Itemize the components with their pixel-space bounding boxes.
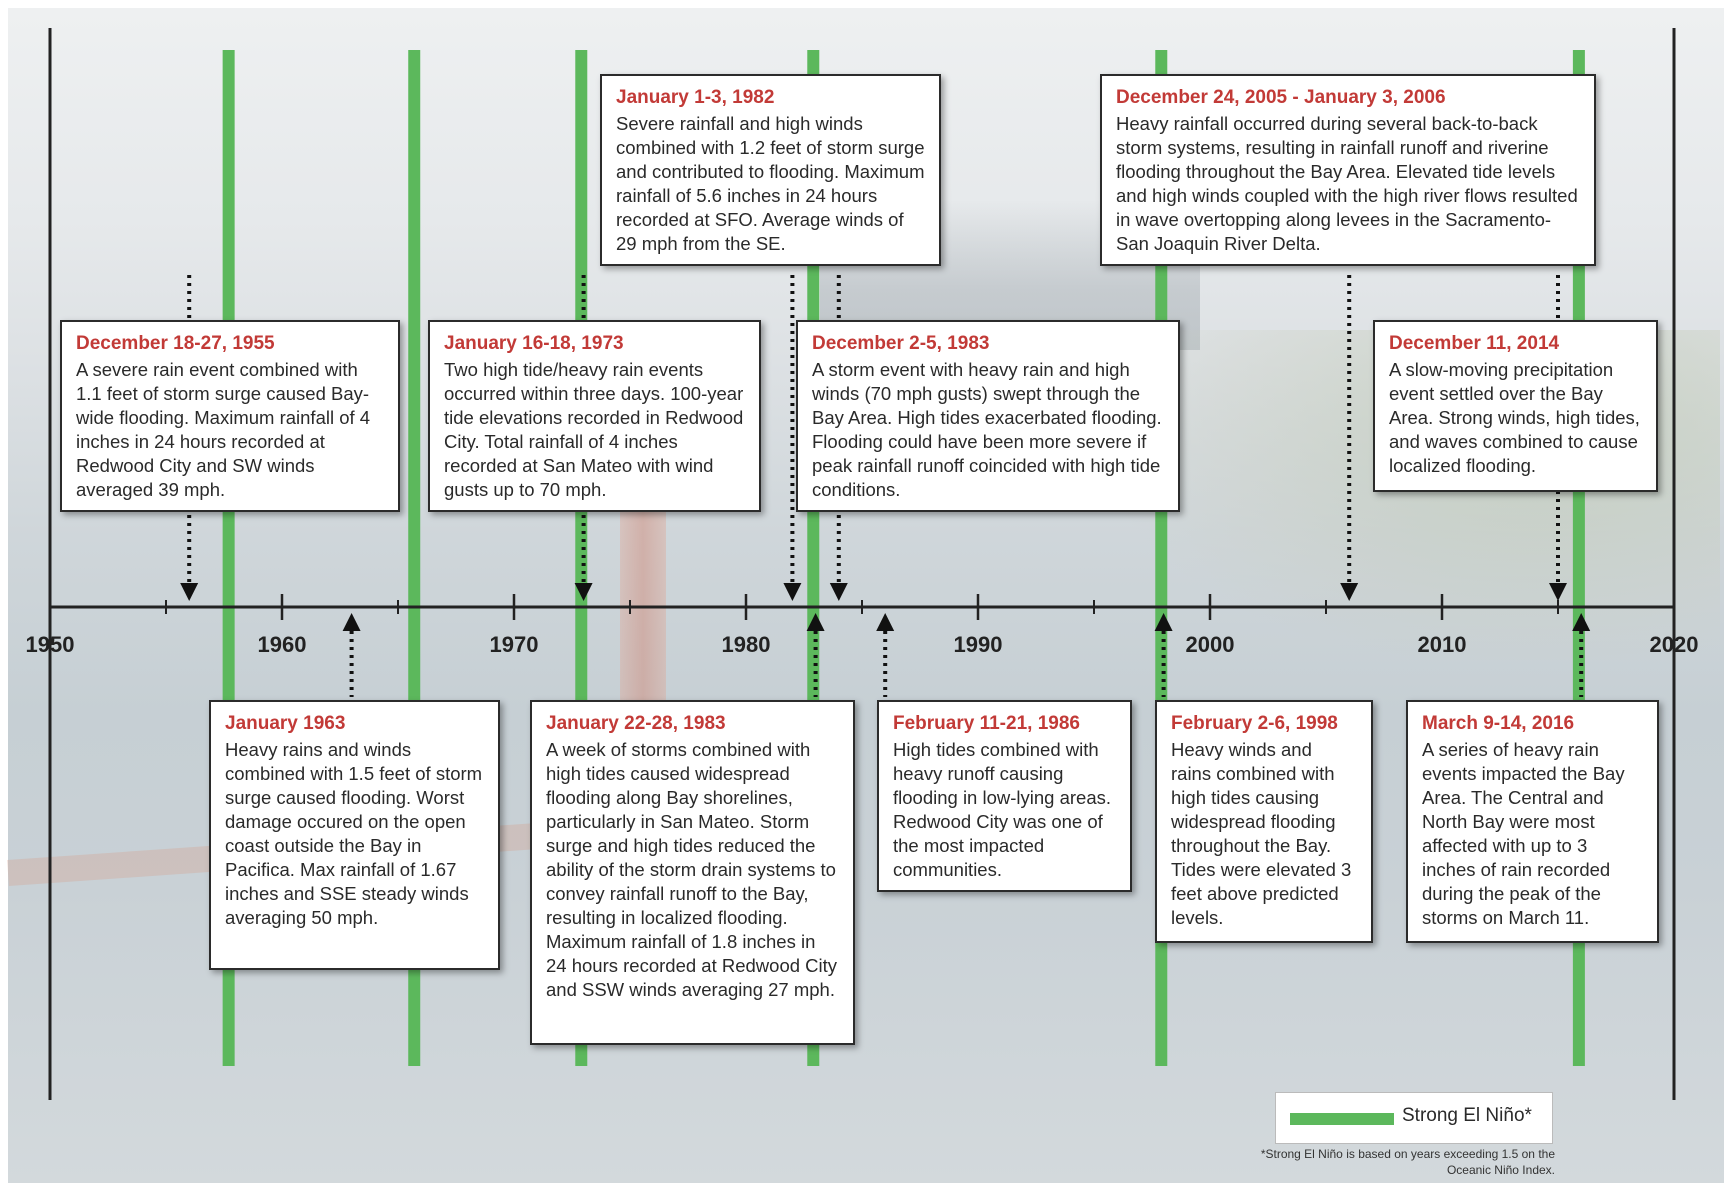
event-date: December 11, 2014 (1389, 333, 1560, 354)
event-box-1982: January 1-3, 1982 Severe rainfall and hi… (600, 74, 941, 266)
event-date: December 2-5, 1983 (812, 333, 990, 354)
arrow-up-icon (806, 613, 825, 631)
legend: Strong El Niño* (1275, 1092, 1553, 1144)
year-label: 2000 (1186, 632, 1235, 657)
event-description: A week of storms combined with high tide… (546, 739, 838, 1000)
event-date: February 2-6, 1998 (1171, 713, 1338, 734)
event-date: February 11-21, 1986 (893, 713, 1080, 734)
event-box-2005: December 24, 2005 - January 3, 2006 Heav… (1100, 74, 1596, 266)
year-label: 1970 (490, 632, 539, 657)
year-label: 1950 (26, 632, 75, 657)
event-box-2016: March 9-14, 2016 A series of heavy rain … (1406, 700, 1659, 943)
event-description: Heavy rainfall occurred during several b… (1116, 113, 1578, 254)
legend-label: Strong El Niño* (1402, 1105, 1532, 1126)
event-date: January 1963 (225, 713, 346, 734)
event-description: High tides combined with heavy runoff ca… (893, 739, 1112, 880)
year-label: 2020 (1650, 632, 1699, 657)
arrow-down-icon (180, 583, 199, 601)
event-box-2014: December 11, 2014 A slow-moving precipit… (1373, 320, 1658, 492)
event-date: January 22-28, 1983 (546, 713, 726, 734)
event-date: January 16-18, 1973 (444, 333, 624, 354)
arrow-down-icon (574, 583, 593, 601)
event-date: January 1-3, 1982 (616, 87, 775, 108)
event-description: A storm event with heavy rain and high w… (812, 359, 1162, 500)
year-label: 2010 (1418, 632, 1467, 657)
arrow-up-icon (876, 613, 895, 631)
arrow-down-icon (1549, 583, 1567, 601)
event-box-1986: February 11-21, 1986 High tides combined… (877, 700, 1132, 892)
event-box-1963: January 1963 Heavy rains and winds combi… (209, 700, 500, 970)
event-description: A slow-moving precipitation event settle… (1389, 359, 1640, 476)
arrow-up-icon (1572, 613, 1591, 631)
event-box-1998: February 2-6, 1998 Heavy winds and rains… (1155, 700, 1373, 943)
legend-swatch (1290, 1113, 1394, 1125)
event-description: A severe rain event combined with 1.1 fe… (76, 359, 371, 500)
arrow-down-icon (783, 583, 802, 601)
footnote: *Strong El Niño is based on years exceed… (1260, 1147, 1555, 1177)
event-description: Severe rainfall and high winds combined … (616, 113, 925, 254)
event-description: Two high tide/heavy rain events occurred… (444, 359, 744, 500)
event-box-1973: January 16-18, 1973 Two high tide/heavy … (428, 320, 761, 512)
event-box-1955: December 18-27, 1955 A severe rain event… (60, 320, 400, 512)
arrow-down-icon (1340, 583, 1359, 601)
arrow-down-icon (829, 583, 848, 601)
year-label: 1990 (954, 632, 1003, 657)
arrow-up-icon (1154, 613, 1173, 631)
event-description: Heavy winds and rains combined with high… (1171, 739, 1352, 928)
event-description: Heavy rains and winds combined with 1.5 … (225, 739, 483, 928)
event-date: March 9-14, 2016 (1422, 713, 1575, 734)
year-label: 1980 (722, 632, 771, 657)
event-date: December 18-27, 1955 (76, 333, 275, 354)
event-description: A series of heavy rain events impacted t… (1422, 739, 1625, 928)
event-box-dec-1983: December 2-5, 1983 A storm event with he… (796, 320, 1180, 512)
year-label: 1960 (258, 632, 307, 657)
event-date: December 24, 2005 - January 3, 2006 (1116, 87, 1446, 108)
arrow-up-icon (342, 613, 361, 631)
event-box-jan-1983: January 22-28, 1983 A week of storms com… (530, 700, 855, 1045)
